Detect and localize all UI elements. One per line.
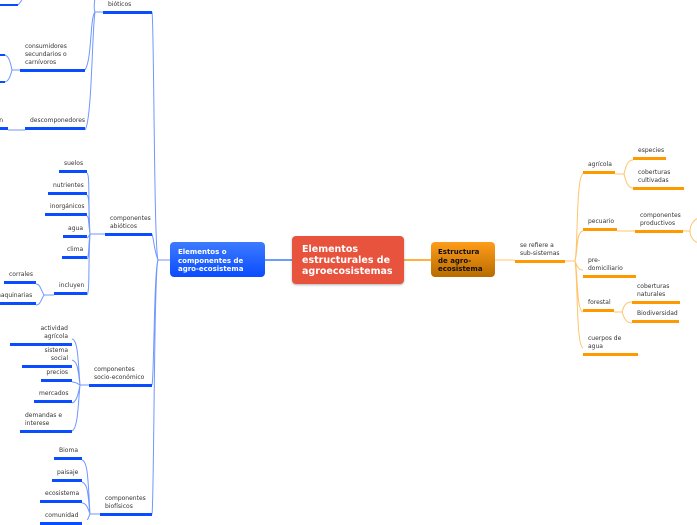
node-bioma[interactable]: Bioma [54, 447, 82, 460]
node-sistema-social[interactable]: sistema social [22, 347, 72, 368]
node-actividad-agricola[interactable]: actividad agrícola [10, 325, 72, 346]
node-agricola[interactable]: agrícola [583, 161, 615, 174]
node-corrales[interactable]: corrales [4, 271, 36, 284]
node-pre-domiciliario[interactable]: pre-domiciliario [583, 257, 636, 278]
node-descomponedores[interactable]: descomponedores [25, 117, 85, 130]
node-forestal[interactable]: forestal [583, 299, 614, 312]
node-agua[interactable]: agua [63, 225, 87, 238]
node-componentes-biofisicos[interactable]: componentes biofísicos [100, 495, 152, 516]
node-coberturas-naturales[interactable]: coberturas naturales [632, 283, 680, 304]
node-coberturas-cultivadas[interactable]: coberturas cultivadas [633, 169, 684, 190]
node-ecosistema[interactable]: ecosistema [40, 490, 82, 503]
main-topic-estructura[interactable]: Estructura de agro-ecosistema [431, 242, 495, 277]
node-biodiversidad[interactable]: Biodiversidad [632, 310, 679, 323]
node-componentes-abioticos[interactable]: componentes abióticos [105, 215, 152, 236]
central-topic[interactable]: Elementos estructurales de agroecosistem… [292, 236, 404, 284]
node-sub-sistemas[interactable]: se refiere a sub-sistemas [515, 242, 565, 263]
node-inorganicos[interactable]: inorgánicos [45, 203, 87, 216]
node-clima[interactable]: clima [62, 246, 87, 259]
node-suelos[interactable]: suelos [59, 160, 87, 173]
node-especies[interactable]: especies [633, 147, 666, 160]
node-comunidad[interactable]: comunidad [40, 512, 82, 525]
node-cut-off[interactable]: n [0, 117, 8, 130]
node-componentes-socio-economico[interactable]: componentes socio-económico [89, 366, 152, 387]
node-componentes-productivos[interactable]: componentes productivos [635, 212, 683, 233]
node-pecuario[interactable]: pecuario [583, 218, 617, 231]
node-paisaje[interactable]: paisaje [52, 469, 82, 482]
node-cuerpos-de-agua[interactable]: cuerpos de agua [583, 335, 638, 356]
node-precios[interactable]: precios [41, 369, 72, 382]
node-bioticos[interactable]: bióticos [103, 1, 152, 14]
node-consumidores-secundarios[interactable]: consumidores secundarios o carnívoros [20, 43, 85, 72]
node-maquinarias[interactable]: maquinarias [0, 292, 36, 305]
node-incluyen[interactable]: incluyen [54, 282, 87, 295]
node-nutrientes[interactable]: nutrientes [48, 182, 87, 195]
node-mercados[interactable]: mercados [34, 390, 72, 403]
node-demandas-interese[interactable]: demandas e interese [20, 412, 72, 433]
main-topic-elementos[interactable]: Elementos o componentes de agro-ecosiste… [170, 242, 265, 277]
